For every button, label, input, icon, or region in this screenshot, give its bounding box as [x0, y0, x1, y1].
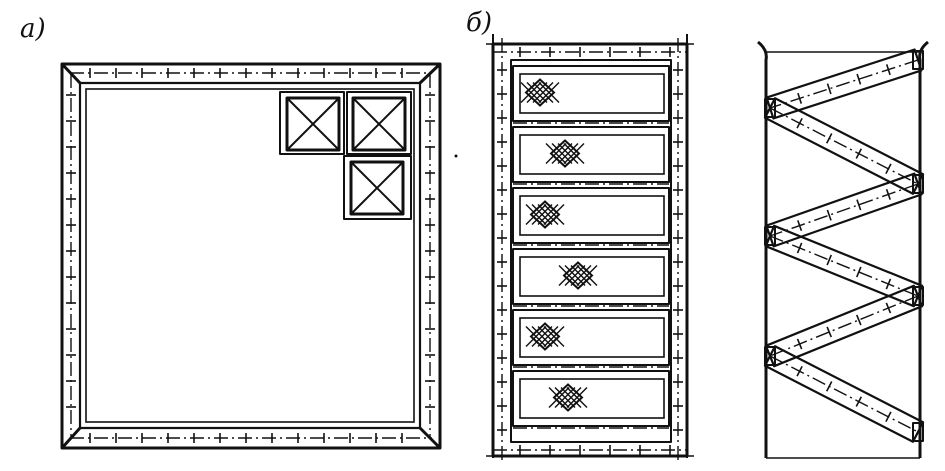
zigzag-member [765, 172, 923, 248]
zigzag-member [765, 48, 923, 120]
joint-plate [912, 422, 924, 442]
bag [512, 187, 670, 246]
diagram-b-bags [512, 65, 670, 429]
zigzag-member [764, 224, 924, 308]
bag [512, 248, 670, 307]
joint-plate [912, 286, 924, 306]
mesh-patch [548, 383, 588, 412]
label-b: б) [466, 8, 493, 38]
mesh-patch [558, 261, 598, 290]
joint-plate [912, 50, 924, 70]
mesh-patch [525, 200, 565, 229]
joint-plate [912, 174, 924, 194]
joint-plate [764, 98, 776, 118]
mesh-patch [525, 322, 565, 351]
mesh-patch [545, 139, 585, 168]
label-a: a) [20, 14, 46, 44]
bag [512, 65, 670, 124]
joint-plate [764, 346, 776, 366]
mesh-patch [520, 78, 560, 107]
diagram-a-crates [279, 91, 412, 220]
diagram-b-front-frame [486, 34, 694, 460]
bag [512, 309, 670, 368]
zigzag-member [764, 284, 924, 368]
diagram-a-frame [60, 62, 442, 450]
bag [512, 126, 670, 185]
diagram-b-zigzag [763, 48, 925, 443]
diagram-b-side-frame [757, 40, 929, 459]
joint-plate [764, 226, 776, 246]
bag [512, 370, 670, 429]
